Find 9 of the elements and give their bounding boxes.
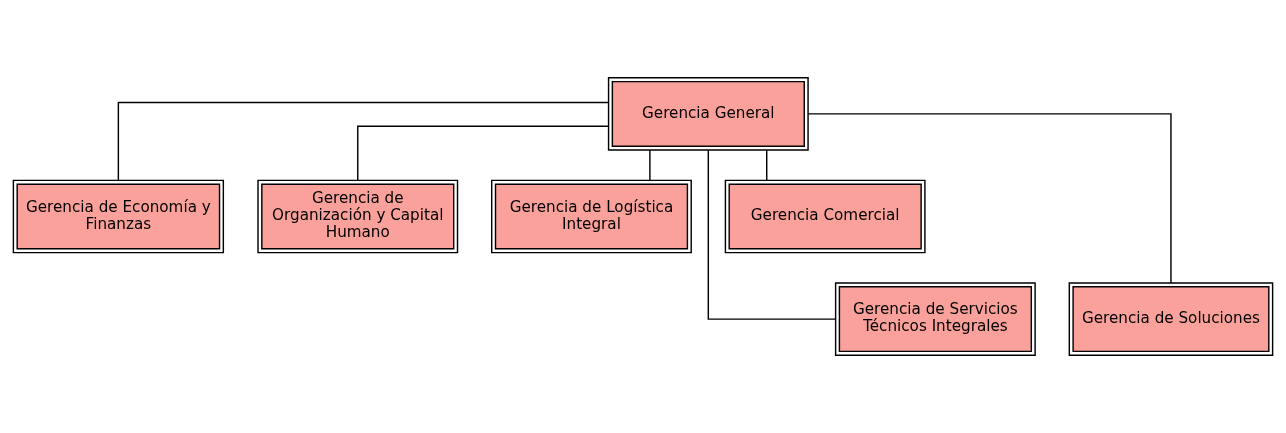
- node-box: Gerencia Comercial: [724, 179, 926, 254]
- connector: [357, 125, 610, 181]
- node-box: Gerencia de Economía y Finanzas: [12, 179, 225, 254]
- connector: [117, 101, 609, 181]
- connector: [649, 149, 651, 181]
- connector: [807, 113, 1172, 284]
- connector: [707, 149, 837, 320]
- node-box: Gerencia de Organización y Capital Humano: [257, 179, 459, 254]
- connector: [766, 149, 768, 181]
